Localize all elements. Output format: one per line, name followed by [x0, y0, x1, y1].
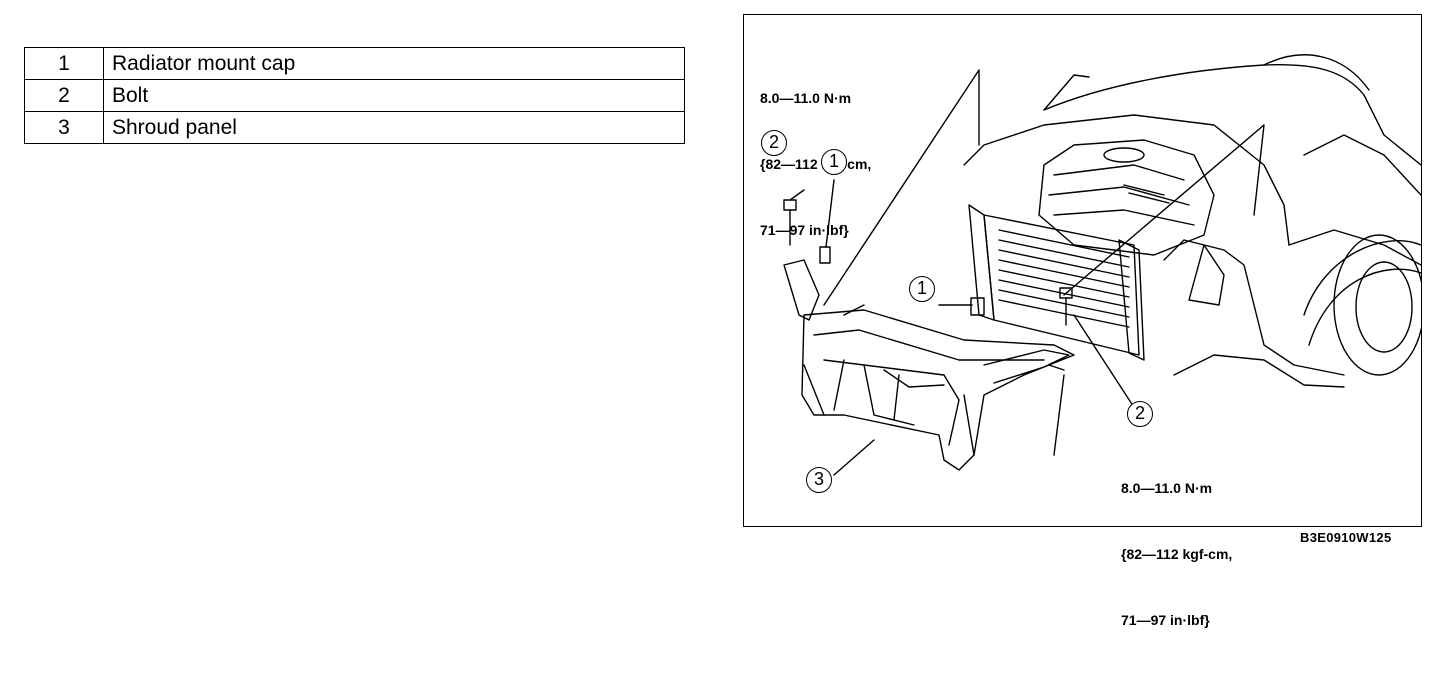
wheel-outline	[1303, 240, 1421, 316]
exploded-view-figure: 8.0—11.0 N·m {82—112 kgf-cm, 71—97 in·lb…	[743, 14, 1422, 628]
engine-outline	[1038, 139, 1215, 256]
shroud-panel-outline	[801, 309, 1075, 471]
legend-number: 2	[24, 79, 104, 112]
legend-number: 1	[24, 47, 104, 80]
legend-row: 1 Radiator mount cap	[24, 47, 685, 80]
torque-value-nm: 8.0—11.0 N·m	[760, 90, 852, 106]
torque-value-nm: 8.0—11.0 N·m	[1121, 480, 1213, 496]
legend-row: 2 Bolt	[24, 79, 685, 112]
torque-value-kgf: {82—112 kgf-cm,	[760, 156, 872, 172]
legend-row: 3 Shroud panel	[24, 111, 685, 144]
callout-1: 1	[909, 276, 935, 302]
radiator-outline	[983, 214, 1140, 356]
vehicle-body-outline	[1043, 63, 1421, 166]
bolt-icon	[783, 199, 797, 246]
legend-label: Radiator mount cap	[103, 47, 685, 80]
torque-spec-bottom: 8.0—11.0 N·m {82—112 kgf-cm, 71—97 in·lb…	[1121, 433, 1232, 675]
torque-value-inlbf: 71—97 in·lbf}	[1121, 612, 1210, 628]
parts-legend-table: 1 Radiator mount cap 2 Bolt 3 Shroud pan…	[24, 47, 685, 144]
callout-2: 2	[1127, 401, 1153, 427]
callout-3: 3	[806, 467, 832, 493]
torque-value-kgf: {82—112 kgf-cm,	[1121, 546, 1233, 562]
front-end-line-drawing	[783, 54, 1421, 476]
figure-code: B3E0910W125	[1300, 530, 1392, 545]
torque-indicator-line	[823, 69, 1265, 306]
legend-label: Bolt	[103, 79, 685, 112]
torque-spec-top: 8.0—11.0 N·m {82—112 kgf-cm, 71—97 in·lb…	[760, 43, 871, 285]
bolt-icon	[1059, 287, 1073, 326]
callout-2: 2	[761, 130, 787, 156]
leader-line	[789, 179, 1140, 476]
mount-cap-icon	[970, 297, 985, 316]
legend-label: Shroud panel	[103, 111, 685, 144]
legend-number: 3	[24, 111, 104, 144]
torque-value-inlbf: 71—97 in·lbf}	[760, 222, 849, 238]
callout-1: 1	[821, 149, 847, 175]
